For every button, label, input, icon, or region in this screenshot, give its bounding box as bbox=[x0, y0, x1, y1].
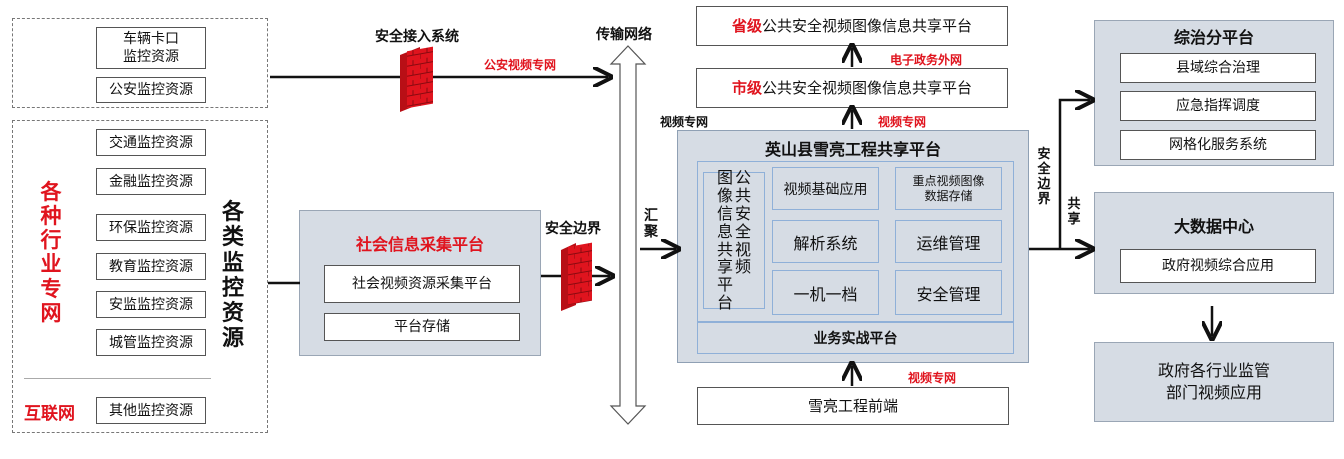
video-basic-app-box: 视频基础应用 bbox=[772, 167, 879, 210]
provincial-platform-box: 省级公共安全视频图像信息共享平台 bbox=[696, 6, 1008, 46]
police-net-label: 公安视频专网 bbox=[484, 58, 557, 72]
secure-border-right-label: 安全边界 bbox=[1037, 147, 1051, 207]
aggregate-label: 汇聚 bbox=[644, 208, 658, 241]
video-net-label-top: 视频专网 bbox=[878, 115, 927, 129]
provincial-prefix: 省级 bbox=[731, 17, 762, 35]
secure-border-mid-label: 安全边界 bbox=[545, 221, 601, 237]
safety-monitor-box: 安监监控资源 bbox=[96, 291, 206, 318]
environment-monitor-box: 环保监控资源 bbox=[96, 214, 206, 241]
main-platform-title: 英山县雪亮工程共享平台 bbox=[764, 140, 941, 159]
transport-monitor-box: 交通监控资源 bbox=[96, 129, 206, 156]
bigdata-title: 大数据中心 bbox=[1173, 217, 1254, 236]
emergency-command-box: 应急指挥调度 bbox=[1120, 91, 1316, 121]
video-net-label-bottom: 视频专网 bbox=[908, 371, 957, 385]
analysis-system-box: 解析系统 bbox=[772, 220, 879, 263]
video-net-label-left: 视频专网 bbox=[660, 115, 709, 129]
business-combat-platform-box: 业务实战平台 bbox=[697, 322, 1014, 354]
finance-monitor-box: 金融监控资源 bbox=[96, 168, 206, 195]
grid-service-box: 网格化服务系统 bbox=[1120, 130, 1316, 160]
firewall-mid-icon bbox=[561, 242, 592, 311]
frontend-box: 雪亮工程前端 bbox=[697, 387, 1009, 425]
industry-resources-group bbox=[12, 120, 268, 433]
city-prefix: 市级 bbox=[731, 79, 762, 97]
city-rest: 公共安全视频图像信息共享平台 bbox=[762, 79, 973, 97]
egov-net-label: 电子政务外网 bbox=[890, 53, 963, 67]
industry-net-label: 各种行业专网 bbox=[40, 180, 62, 325]
zongzhi-title: 综治分平台 bbox=[1173, 28, 1254, 47]
security-management-box: 安全管理 bbox=[895, 270, 1002, 315]
police-monitor-box: 公安监控资源 bbox=[96, 77, 206, 103]
urban-monitor-box: 城管监控资源 bbox=[96, 329, 206, 356]
police-resources-group bbox=[12, 18, 268, 108]
one-device-one-file-box: 一机一档 bbox=[772, 270, 879, 315]
share-label: 共享 bbox=[1067, 197, 1081, 227]
transport-net-label: 传输网络 bbox=[596, 27, 652, 43]
vertical-share-platform-box: 公共安全视频图像信息共享平台 bbox=[703, 168, 765, 312]
to-zongzhi-arrow bbox=[1058, 100, 1090, 249]
social-platform-title: 社会信息采集平台 bbox=[355, 235, 484, 254]
transport-network-double-arrow bbox=[609, 45, 647, 425]
gov-industry-video-app: 政府各行业监管 部门视频应用 bbox=[1094, 342, 1334, 422]
internet-label: 互联网 bbox=[24, 404, 75, 424]
gov-video-app-box: 政府视频综合应用 bbox=[1120, 249, 1316, 283]
social-video-collection-box: 社会视频资源采集平台 bbox=[324, 265, 520, 303]
platform-storage-box: 平台存储 bbox=[324, 313, 520, 341]
city-platform-box: 市级公共安全视频图像信息共享平台 bbox=[696, 68, 1008, 108]
education-monitor-box: 教育监控资源 bbox=[96, 253, 206, 280]
vehicle-checkpoint-box: 车辆卡口 监控资源 bbox=[96, 27, 206, 69]
county-governance-box: 县域综合治理 bbox=[1120, 53, 1316, 83]
key-video-storage-box: 重点视频图像 数据存储 bbox=[895, 167, 1002, 210]
provincial-rest: 公共安全视频图像信息共享平台 bbox=[762, 17, 973, 35]
category-resource-label: 各类监控资源 bbox=[221, 200, 244, 352]
firewall-top-icon bbox=[400, 46, 433, 112]
main-inner-frame bbox=[697, 161, 1014, 322]
internet-divider bbox=[24, 378, 211, 379]
other-monitor-box: 其他监控资源 bbox=[96, 397, 206, 424]
secure-access-label: 安全接入系统 bbox=[375, 29, 459, 45]
ops-management-box: 运维管理 bbox=[895, 220, 1002, 263]
